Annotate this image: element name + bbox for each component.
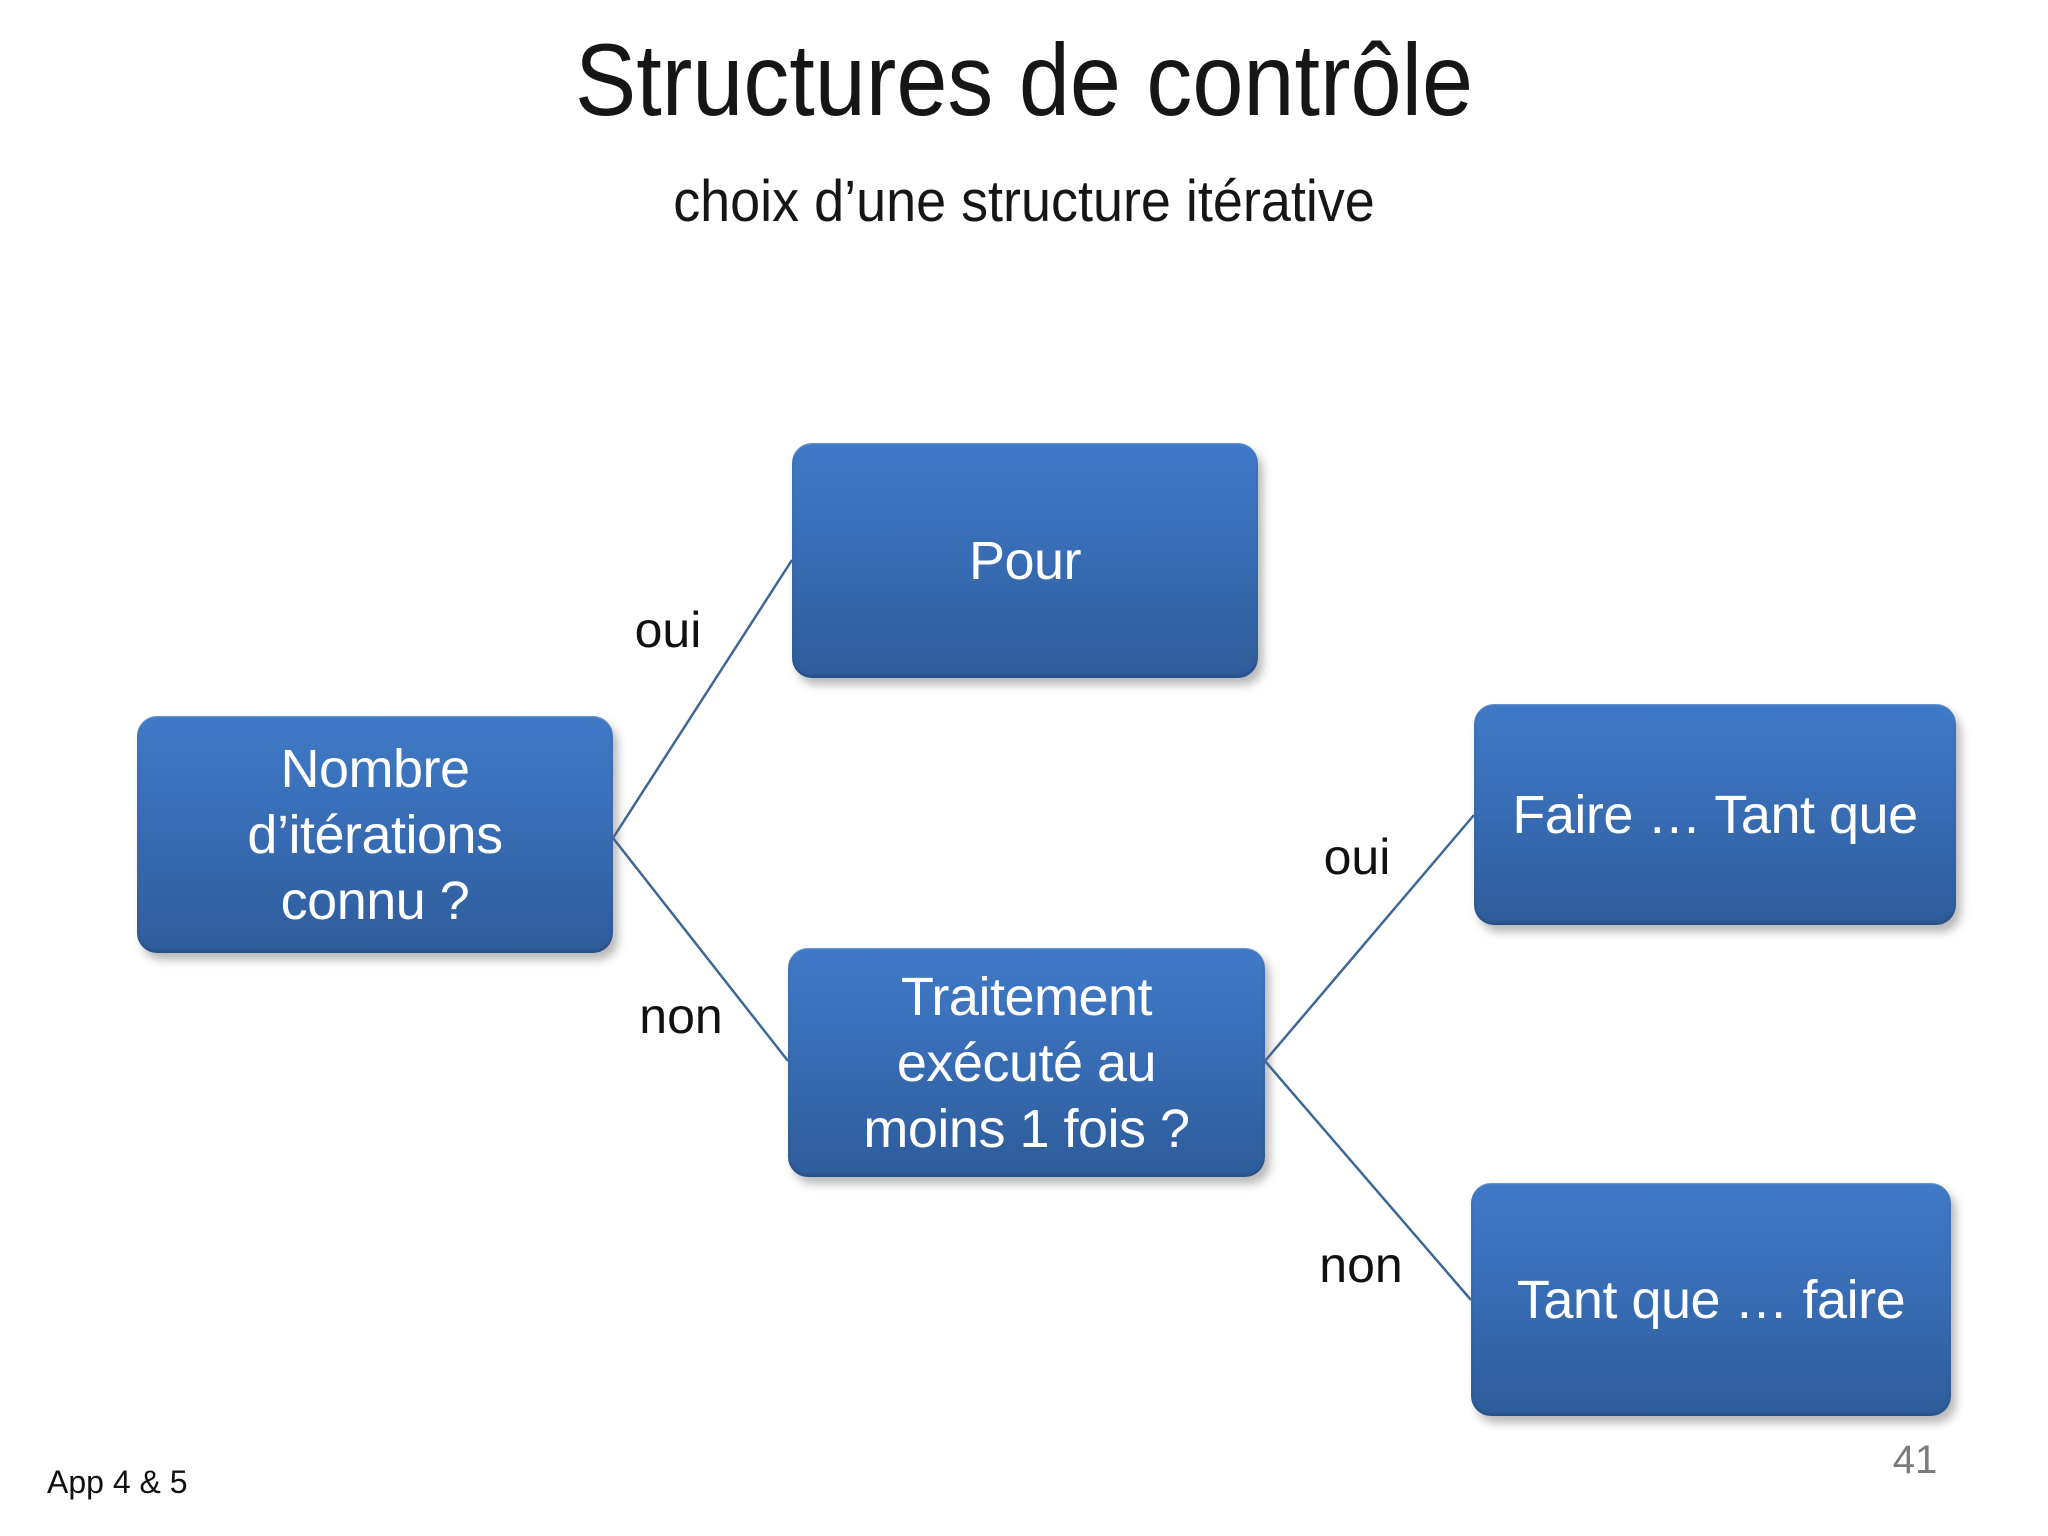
edge-label-oui-pour: oui bbox=[634, 602, 702, 658]
node-text-line: Faire … Tant que bbox=[1512, 784, 1918, 845]
node-text-line: Nombre bbox=[280, 738, 470, 799]
node-traitement-1-fois: Traitement exécuté au moins 1 fois ? bbox=[788, 948, 1265, 1177]
node-text-line: Traitement bbox=[900, 966, 1153, 1027]
edge-non-to-traitement bbox=[612, 837, 789, 1062]
slide-subtitle: choix d’une structure itérative bbox=[673, 169, 1375, 234]
node-text-line: exécuté au bbox=[896, 1032, 1157, 1093]
node-text-line: Tant que … faire bbox=[1516, 1269, 1906, 1330]
node-iterations-connu: Nombre d’itérations connu ? bbox=[137, 716, 613, 953]
footer-note: App 4 & 5 bbox=[47, 1464, 188, 1500]
node-faire-tant-que: Faire … Tant que bbox=[1474, 704, 1956, 925]
edge-oui-to-faire-tant-que bbox=[1264, 814, 1475, 1062]
page-number: 41 bbox=[1892, 1438, 1938, 1482]
node-text-line: connu ? bbox=[280, 870, 470, 931]
edge-non-to-tant-que-faire bbox=[1264, 1060, 1472, 1301]
edge-oui-to-pour bbox=[611, 559, 794, 839]
slide-title: Structures de contrôle bbox=[574, 23, 1474, 137]
edge-label-non-tant-que-faire: non bbox=[1319, 1237, 1403, 1293]
node-text-line: d’itérations bbox=[247, 804, 503, 865]
node-pour: Pour bbox=[792, 443, 1258, 678]
edge-label-oui-faire-tant-que: oui bbox=[1323, 829, 1391, 885]
node-text-line: Pour bbox=[968, 530, 1082, 591]
node-tant-que-faire: Tant que … faire bbox=[1471, 1183, 1951, 1416]
edge-label-non-traitement: non bbox=[639, 988, 723, 1044]
node-text-line: moins 1 fois ? bbox=[863, 1098, 1190, 1159]
